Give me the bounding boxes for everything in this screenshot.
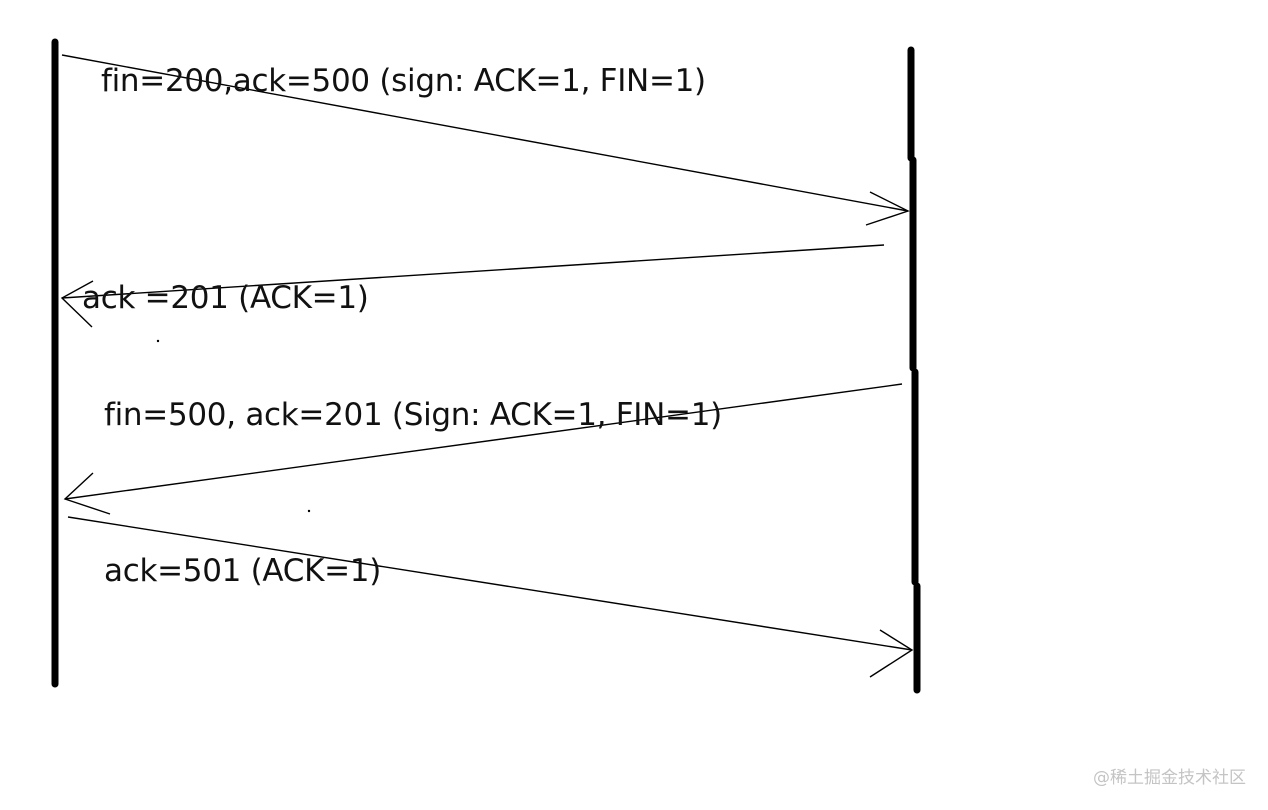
message-label-1: fin=200,ack=500 (sign: ACK=1, FIN=1): [101, 63, 706, 99]
arrow-ack-201: [60, 244, 885, 328]
message-label-3: fin=500, ack=201 (Sign: ACK=1, FIN=1): [104, 397, 722, 433]
message-label-2: ack =201 (ACK=1): [82, 280, 369, 316]
speck: [156, 339, 160, 343]
right-lifeline: [907, 46, 921, 694]
watermark: @稀土掘金技术社区: [1093, 768, 1246, 788]
arrow-fin-200: [61, 54, 910, 226]
arrow-fin-500: [63, 383, 903, 515]
speck: [307, 509, 311, 513]
arrow-ack-501: [67, 516, 914, 678]
message-label-4: ack=501 (ACK=1): [104, 553, 382, 589]
